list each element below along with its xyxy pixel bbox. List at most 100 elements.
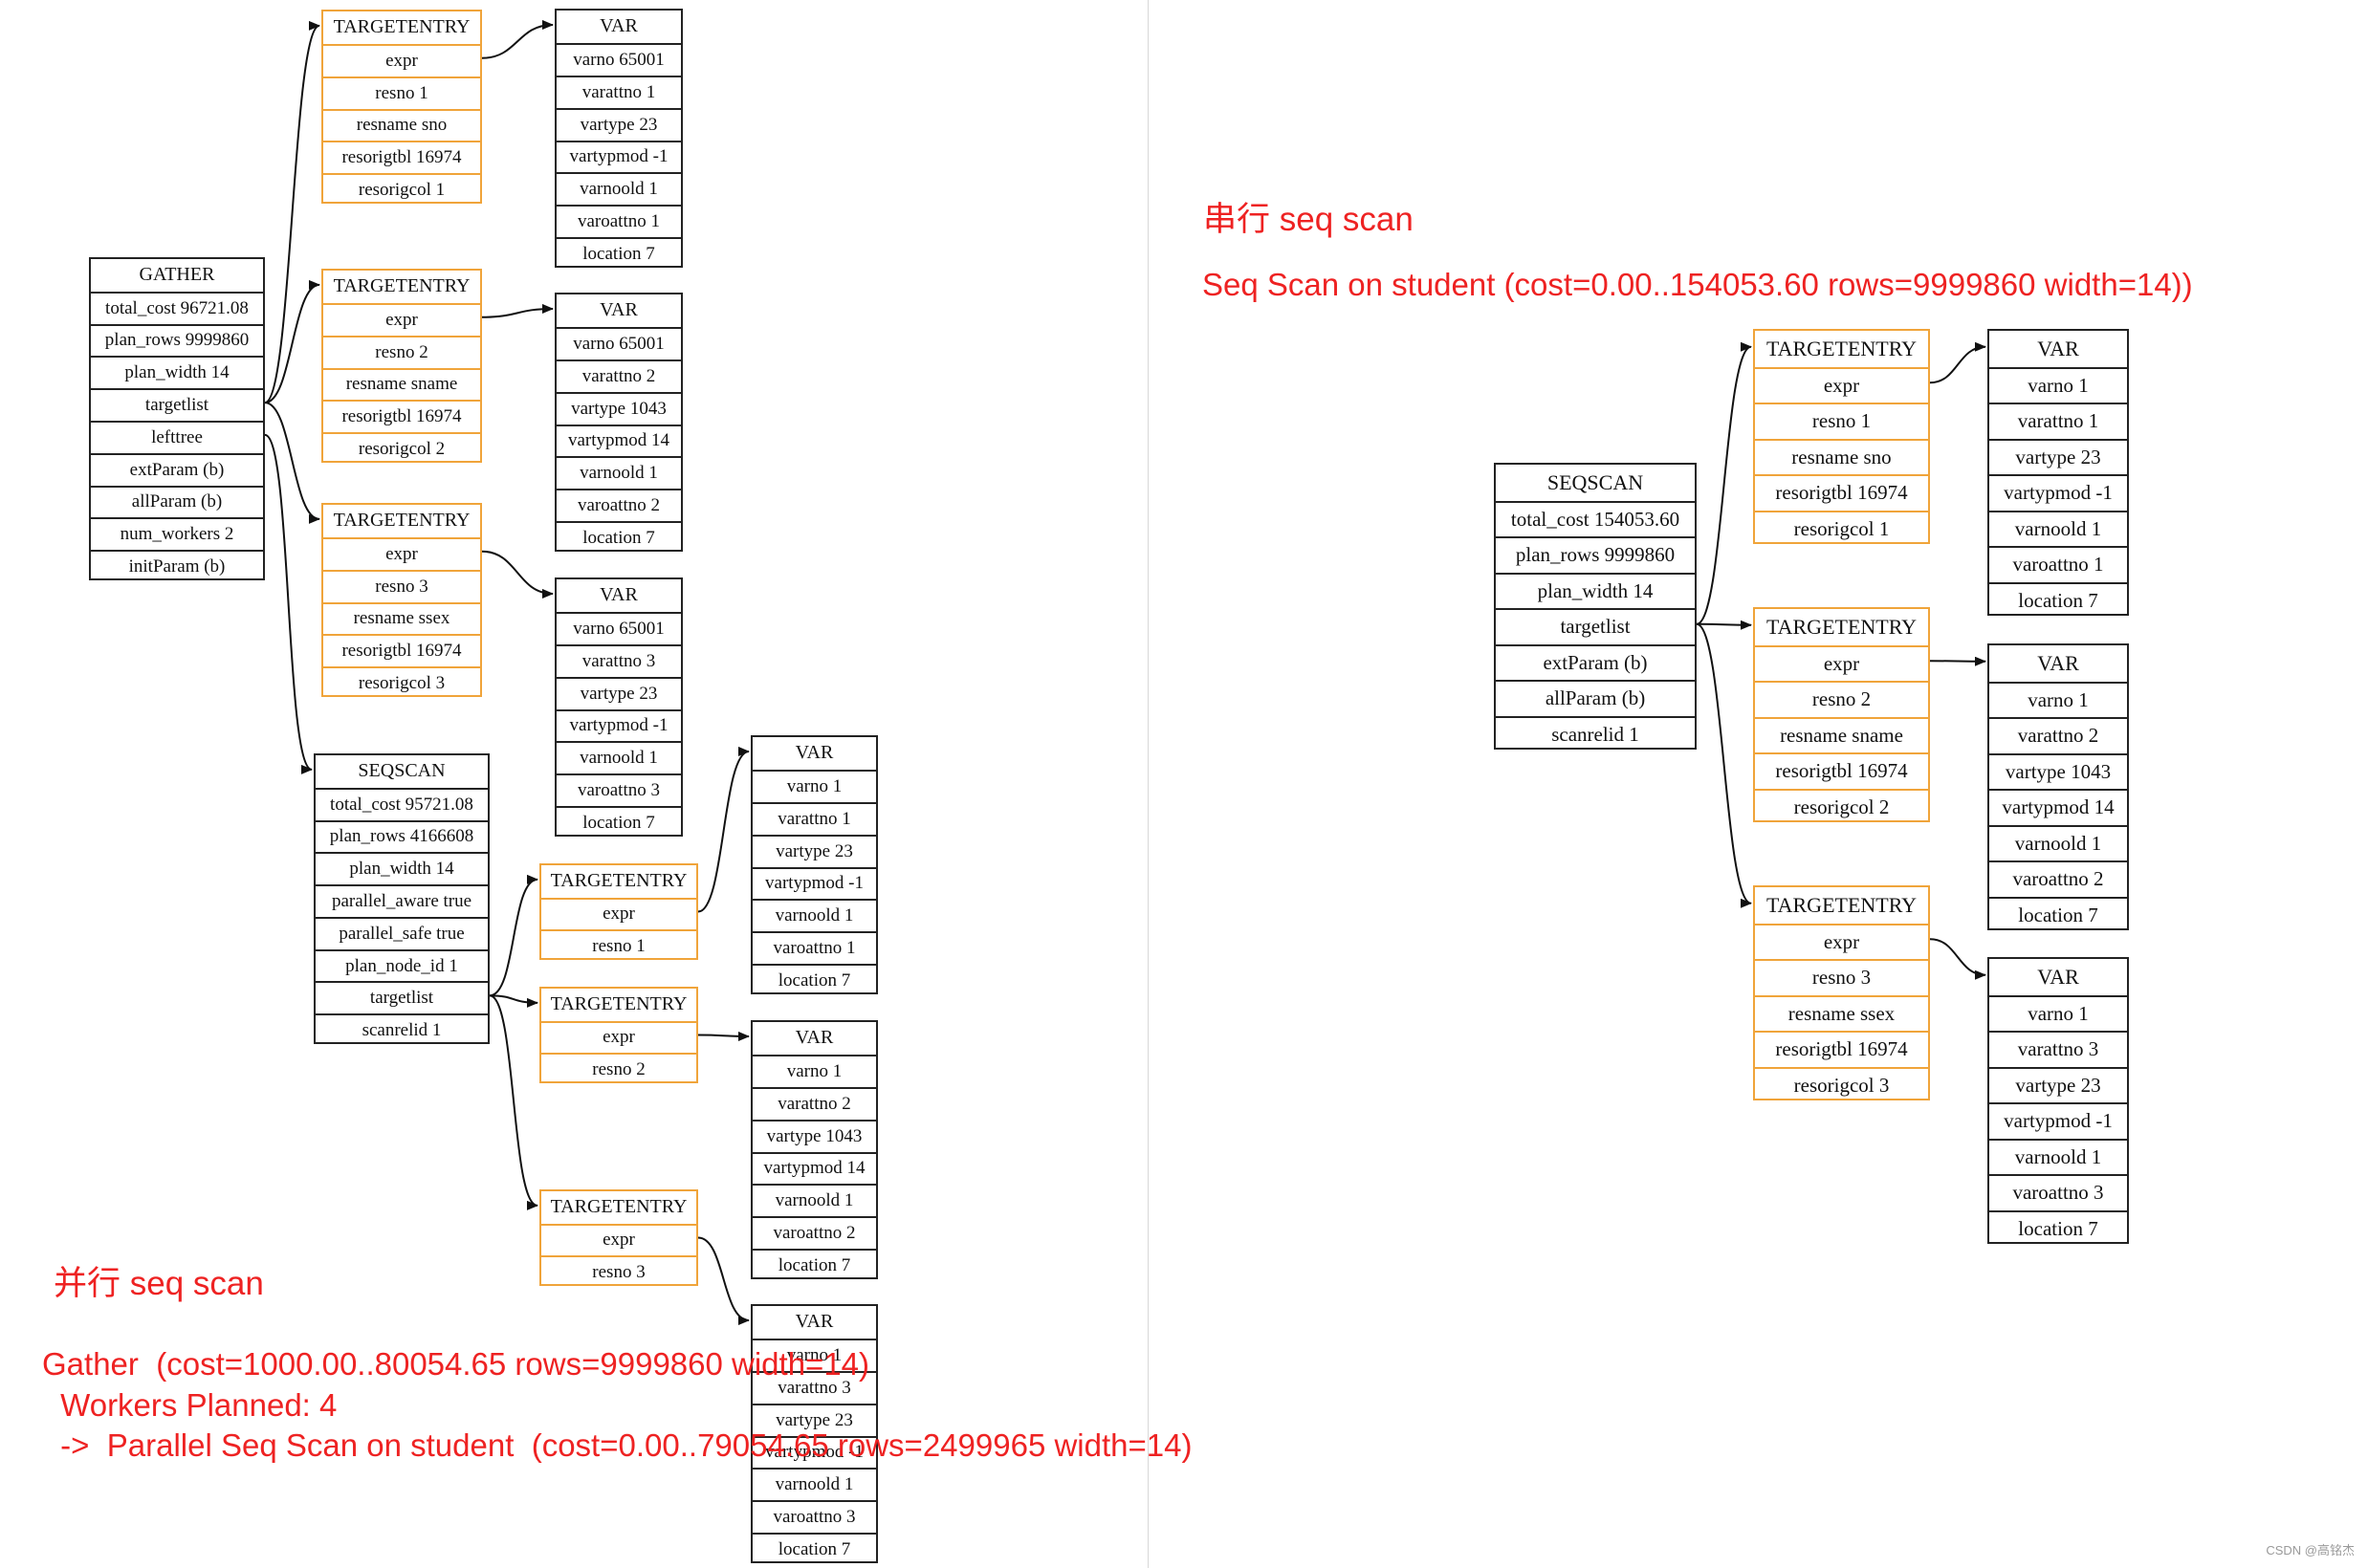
node-field: resorigtbl 16974: [1755, 474, 1928, 511]
node-field: plan_width 14: [316, 852, 488, 884]
node-field: extParam (b): [1496, 643, 1695, 681]
node-field: resorigtbl 16974: [323, 141, 480, 173]
node-field: initParam (b): [91, 550, 263, 582]
node-field: resno 2: [323, 335, 480, 368]
node-field: resorigcol 2: [1755, 788, 1928, 825]
node-field: total_cost 95721.08: [316, 787, 488, 820]
node-field: varnoold 1: [557, 172, 681, 205]
serial-plan-text: Seq Scan on student (cost=0.00..154053.6…: [1202, 267, 2193, 302]
node-field: vartype 23: [1989, 438, 2127, 475]
parallel-plan-line-2: Workers Planned: 4: [52, 1387, 338, 1423]
node-title: VAR: [2037, 650, 2079, 675]
parallel-heading: 并行 seq scan: [54, 1265, 264, 1302]
node-field: resno 2: [541, 1053, 696, 1085]
node-field: vartypmod 14: [753, 1151, 876, 1185]
node-title: TARGETENTRY: [550, 870, 688, 892]
node-field: resorigcol 2: [323, 432, 480, 465]
node-field: vartype 1043: [1989, 752, 2127, 790]
edge-l-seqscan-to-l-te6: [489, 994, 538, 1210]
node-title: TARGETENTRY: [550, 1196, 688, 1218]
node-field: varoattno 1: [753, 931, 876, 964]
node-field: varnoold 1: [557, 741, 681, 773]
node-title: VAR: [600, 584, 638, 606]
node-title: TARGETENTRY: [333, 16, 471, 38]
node-field: expr: [541, 1020, 696, 1054]
node-field: location 7: [753, 1533, 876, 1565]
node-field: resno 3: [1755, 959, 1928, 995]
node-title: TARGETENTRY: [333, 510, 471, 532]
node-title: TARGETENTRY: [1765, 614, 1918, 639]
node-title: VAR: [600, 299, 638, 321]
node-title: VAR: [795, 1027, 834, 1049]
node-field: expr: [1755, 923, 1928, 960]
node-field: resname sno: [323, 108, 480, 142]
node-field: location 7: [753, 964, 876, 996]
node-title: VAR: [2037, 964, 2079, 989]
edge-l-gather-to-l-te1: [264, 21, 320, 404]
node-field: num_workers 2: [91, 517, 263, 550]
panel-divider: [1148, 0, 1149, 1568]
node-title: SEQSCAN: [1546, 469, 1644, 494]
node-field: vartypmod -1: [1989, 474, 2127, 511]
node-field: vartypmod -1: [1989, 1102, 2127, 1139]
node-field: resorigcol 1: [1755, 510, 1928, 547]
node-field: varnoold 1: [1989, 510, 2127, 547]
node-field: varoattno 1: [557, 205, 681, 237]
node-field: varno 1: [1989, 366, 2127, 403]
node-field: resname sname: [323, 367, 480, 401]
node-field: allParam (b): [1496, 680, 1695, 716]
node-field: resorigcol 3: [323, 666, 480, 699]
node-field: expr: [541, 1223, 696, 1256]
node-field: varattno 1: [753, 801, 876, 835]
node-field: vartypmod -1: [753, 866, 876, 900]
node-field: expr: [1755, 644, 1928, 682]
node-title: VAR: [2037, 336, 2079, 360]
node-field: varno 1: [753, 1338, 876, 1371]
node-field: resname sno: [1755, 438, 1928, 475]
node-field: vartypmod 14: [1989, 789, 2127, 825]
node-field: resno 1: [541, 929, 696, 962]
node-field: resorigtbl 16974: [1755, 1031, 1928, 1067]
node-field: varoattno 2: [557, 489, 681, 521]
node-field: vartype 23: [557, 676, 681, 709]
node-field: targetlist: [316, 981, 488, 1013]
node-field: resorigtbl 16974: [323, 634, 480, 666]
node-field: plan_rows 9999860: [1496, 536, 1695, 573]
node-title: GATHER: [139, 264, 215, 286]
node-field: lefttree: [91, 421, 263, 453]
node-field: vartype 23: [557, 107, 681, 141]
node-field: total_cost 96721.08: [91, 291, 263, 324]
node-field: varoattno 3: [753, 1500, 876, 1533]
node-title: SEQSCAN: [358, 760, 446, 782]
node-field: varoattno 3: [1989, 1174, 2127, 1210]
edge-l-te5-to-l-var5: [697, 1031, 750, 1041]
node-field: expr: [323, 43, 480, 76]
edge-l-seqscan-to-l-te5: [489, 994, 538, 1008]
node-field: resorigtbl 16974: [1755, 752, 1928, 789]
node-field: location 7: [1989, 1209, 2127, 1247]
node-title: TARGETENTRY: [1765, 892, 1918, 917]
node-field: resname ssex: [323, 601, 480, 635]
node-field: varnoold 1: [557, 456, 681, 489]
node-field: varnoold 1: [753, 899, 876, 931]
node-field: resname ssex: [1755, 994, 1928, 1032]
edge-l-gather-to-l-seqscan: [264, 433, 313, 774]
node-title: TARGETENTRY: [1765, 336, 1918, 360]
edge-r-seqscan-to-r-te2: [1696, 620, 1752, 630]
node-field: resno 3: [541, 1255, 696, 1288]
watermark: CSDN @高铭杰: [2266, 1543, 2355, 1557]
node-field: resname sname: [1755, 716, 1928, 753]
